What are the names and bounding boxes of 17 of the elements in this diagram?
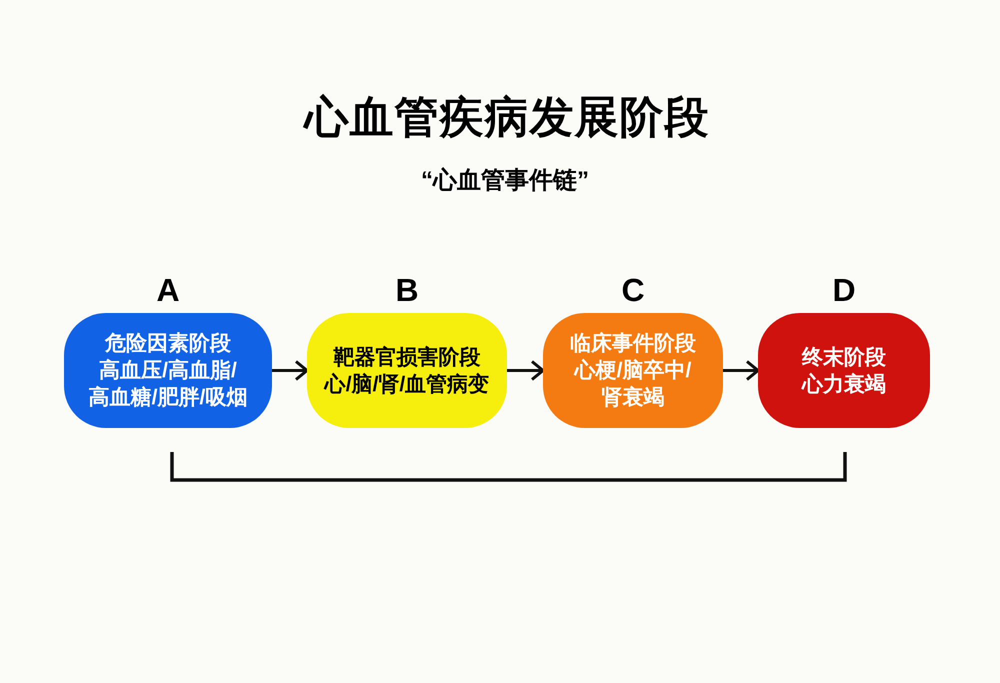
stage-title: 危险因素阶段 [105, 331, 231, 357]
stage-title: 终末阶段 [802, 344, 886, 370]
arrow [507, 360, 544, 381]
stage-letter: A [156, 274, 180, 306]
stage-letter: C [621, 274, 645, 306]
stage-title: 临床事件阶段 [570, 330, 696, 357]
stage-letter: D [832, 274, 856, 306]
stage-description: 高血压/高血脂/高血糖/肥胖/吸烟 [88, 358, 248, 411]
diagram-title: 心血管疾病发展阶段 [304, 92, 710, 144]
stage-description: 心/脑/肾/血管病变 [324, 372, 490, 398]
subtitle: “心血管事件链” [421, 166, 589, 196]
stage-title: 靶器官损害阶段 [334, 344, 480, 370]
arrow [723, 360, 760, 381]
arrow [272, 360, 308, 381]
stage-description: 心梗/脑卒中/肾衰竭 [572, 358, 692, 411]
stage-letter: B [395, 274, 419, 306]
stage-description: 心力衰竭 [802, 372, 886, 398]
